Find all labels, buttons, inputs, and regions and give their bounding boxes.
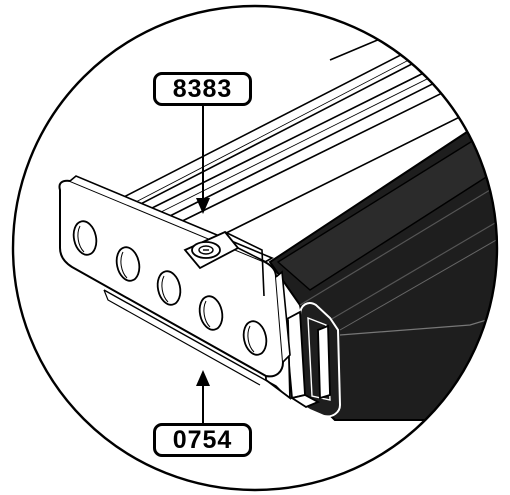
rail-assembly [58,6,497,421]
plate-hole-2 [115,246,141,282]
top-leader-arrow [196,106,210,214]
rail-extrusion [117,6,497,247]
callout-label-bottom: 0754 [153,423,252,457]
rail-end [224,231,267,297]
bottom-leader-arrow [196,370,210,423]
plate-hole-4 [198,295,224,331]
detail-circle [11,4,499,492]
plate-hole-1 [72,220,98,256]
bolt [183,230,240,270]
callout-label-top: 8383 [153,72,252,106]
plate-holes [72,220,268,356]
plate-hole-3 [156,270,182,306]
rubber-seal [268,118,497,421]
plate-hole-5 [242,320,268,356]
plate-hole-inner [77,225,255,353]
